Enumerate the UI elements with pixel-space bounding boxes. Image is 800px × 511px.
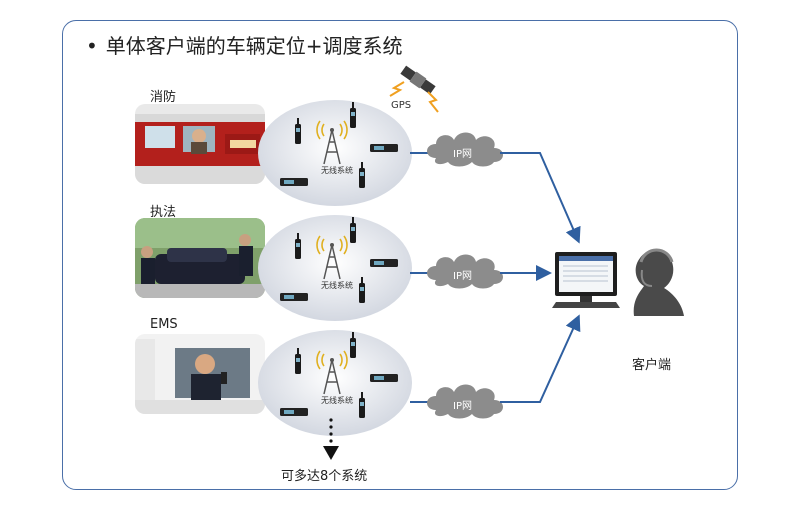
more-systems-indicator (323, 418, 339, 460)
signal-bolt-icon (389, 81, 405, 97)
arrow-to-client-1 (500, 152, 581, 244)
cloud-label-2: IP网 (453, 270, 472, 282)
arrow-to-client-3 (500, 314, 581, 403)
cloud-label-3: IP网 (453, 400, 472, 412)
category-label-ems: EMS (150, 317, 178, 332)
gps-label: GPS (391, 100, 411, 111)
wireless-ellipse-2 (258, 215, 412, 321)
mobile-radio-icon (280, 178, 308, 186)
police-car-photo (135, 218, 265, 298)
more-systems-label: 可多达8个系统 (281, 469, 368, 484)
mobile-radio-icon (280, 293, 308, 301)
mobile-radio-icon (370, 259, 398, 267)
category-label-fire: 消防 (150, 90, 177, 105)
category-label-police: 执法 (150, 205, 177, 220)
wireless-ellipse-1 (258, 100, 412, 206)
operator-headset-icon (633, 248, 684, 316)
network-label-3: 无线系统 (321, 395, 353, 405)
down-arrow-icon (323, 446, 339, 460)
client-label: 客户端 (632, 358, 672, 373)
satellite-icon (400, 65, 436, 95)
page-title: • 单体客户端的车辆定位+调度系统 (86, 30, 403, 59)
network-label-2: 无线系统 (321, 280, 353, 290)
mobile-radio-icon (370, 144, 398, 152)
mobile-radio-icon (370, 374, 398, 382)
title-text: 单体客户端的车辆定位+调度系统 (105, 34, 403, 58)
signal-bolt-icon (427, 91, 439, 113)
cloud-label-1: IP网 (453, 148, 472, 160)
diagram-frame (62, 20, 738, 490)
bullet-icon: • (86, 34, 98, 58)
computer-icon (552, 252, 620, 308)
wireless-ellipse-3 (258, 330, 412, 436)
fire-truck-photo (135, 104, 265, 184)
network-label-1: 无线系统 (321, 165, 353, 175)
ambulance-photo (135, 334, 265, 414)
mobile-radio-icon (280, 408, 308, 416)
